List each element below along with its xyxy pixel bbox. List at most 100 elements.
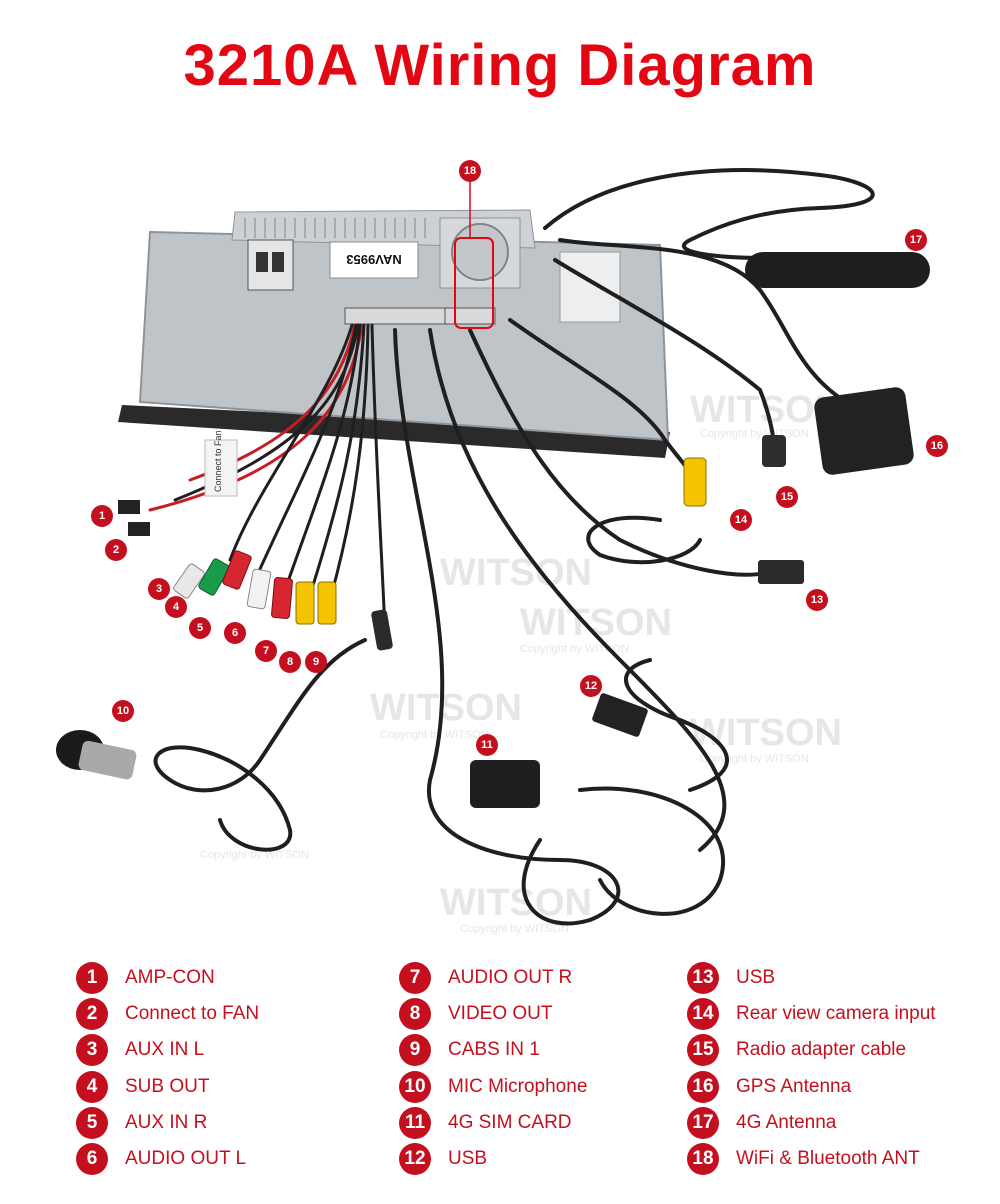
legend-number: 1 [76, 962, 108, 995]
legend-label: USB [736, 967, 776, 989]
cable-mic [153, 638, 367, 852]
legend-item: 14 Rear view camera input [687, 996, 936, 1032]
unit-label-sticker [329, 241, 419, 279]
badge-12: 12 [580, 675, 602, 697]
4g-antenna [745, 252, 930, 288]
legend-number: 4 [76, 1070, 108, 1103]
watermark: WITSON [370, 687, 522, 729]
connector-block [247, 239, 294, 291]
fan-plug [128, 522, 150, 536]
legend-number: 14 [687, 998, 719, 1031]
gps-antenna [814, 387, 914, 475]
cable-4g-antenna [543, 168, 875, 260]
legend-label: MIC Microphone [448, 1075, 588, 1097]
wifi-bt-highlight [454, 237, 494, 329]
watermark-copyright: Copyright by WITSON [380, 729, 489, 741]
legend-number: 15 [687, 1034, 719, 1067]
sim-card-box [470, 760, 540, 808]
legend-number: 16 [687, 1070, 719, 1103]
badge-2: 2 [105, 539, 127, 561]
legend-item: 7 AUDIO OUT R [399, 960, 587, 996]
legend-number: 11 [399, 1106, 431, 1139]
badge-5: 5 [189, 617, 211, 639]
badge-9: 9 [305, 651, 327, 673]
usb-12-plug [592, 693, 648, 737]
watermark-copyright: Copyright by WITSON [200, 849, 309, 861]
legend-item: 16 GPS Antenna [687, 1069, 936, 1105]
rca-plug-sub-out [198, 558, 230, 596]
legend-number: 5 [76, 1106, 108, 1139]
wiring-illustration: WITSON WITSON WITSON WITSON WITSON WITSO… [56, 168, 930, 935]
watermark: WITSON [440, 882, 592, 924]
legend-item: 4 SUB OUT [76, 1069, 259, 1105]
rca-plug-audio-out-l [246, 568, 272, 610]
legend-item: 6 AUDIO OUT L [76, 1141, 259, 1177]
harness-plug [444, 307, 496, 325]
badge-11: 11 [476, 734, 498, 756]
side-sticker [559, 251, 621, 323]
legend-label: SUB OUT [125, 1075, 210, 1097]
fan-tag-text: Connect to Fan [213, 430, 223, 492]
microphone-clip [78, 740, 137, 780]
legend-label: AUX IN L [125, 1039, 205, 1061]
accessories [56, 252, 930, 808]
legend-number: 7 [399, 962, 431, 995]
unit-label: NAV9953 [346, 252, 401, 267]
badge-13: 13 [806, 589, 828, 611]
legend-item: 17 4G Antenna [687, 1105, 936, 1141]
connector-port [256, 252, 268, 272]
legend-label: CABS IN 1 [448, 1039, 540, 1061]
legend-label: VIDEO OUT [448, 1003, 553, 1025]
heatsink-grille [244, 218, 426, 238]
badge-6: 6 [224, 622, 246, 644]
legend-number: 3 [76, 1034, 108, 1067]
badge-15: 15 [776, 486, 798, 508]
cable-sim [393, 328, 621, 926]
legend-item: 13 USB [687, 960, 936, 996]
watermark-copyright: Copyright by WITSON [700, 428, 809, 440]
radio-adapter-plug [762, 435, 786, 467]
cable-sim-loop [578, 786, 726, 916]
cable-usb-12-loop [624, 658, 729, 792]
connector-port [272, 252, 284, 272]
watermark-copyright: Copyright by WITSON [460, 923, 569, 935]
rca-plugs: Connect to Fan [118, 430, 393, 651]
legend-item: 9 CABS IN 1 [399, 1032, 587, 1068]
legend-label: GPS Antenna [736, 1075, 852, 1097]
watermark-copyright: Copyright by WITSON [520, 643, 629, 655]
legend-item: 10 MIC Microphone [399, 1069, 587, 1105]
rca-plug-video-out [295, 581, 315, 625]
badge-18: 18 [459, 160, 481, 182]
fan [451, 223, 509, 281]
legend-label: Rear view camera input [736, 1003, 936, 1025]
badge-4: 4 [165, 596, 187, 618]
badge-14: 14 [730, 509, 752, 531]
rca-plug-audio-out-r [271, 577, 293, 619]
watermark: WITSON [440, 552, 592, 594]
legend-number: 10 [399, 1070, 431, 1103]
legend-number: 13 [687, 962, 719, 995]
legend-item: 11 4G SIM CARD [399, 1105, 587, 1141]
legend-label: 4G SIM CARD [448, 1111, 572, 1133]
cable-radio-adapter [553, 258, 777, 462]
watermark-copyright: Copyright by WITSON [700, 753, 809, 765]
legend-number: 6 [76, 1143, 108, 1176]
legend-label: AUDIO OUT R [448, 967, 573, 989]
legend-label: 4G Antenna [736, 1111, 837, 1133]
legend-number: 12 [399, 1143, 431, 1176]
legend-number: 9 [399, 1034, 431, 1067]
harness-plug [344, 307, 446, 325]
legend-label: AUDIO OUT L [125, 1148, 247, 1170]
cables [153, 168, 875, 926]
legend-label: Radio adapter cable [736, 1039, 907, 1061]
legend-number: 17 [687, 1106, 719, 1139]
usb-13-plug [758, 560, 804, 584]
rca-plug-aux-in-r [222, 550, 252, 590]
